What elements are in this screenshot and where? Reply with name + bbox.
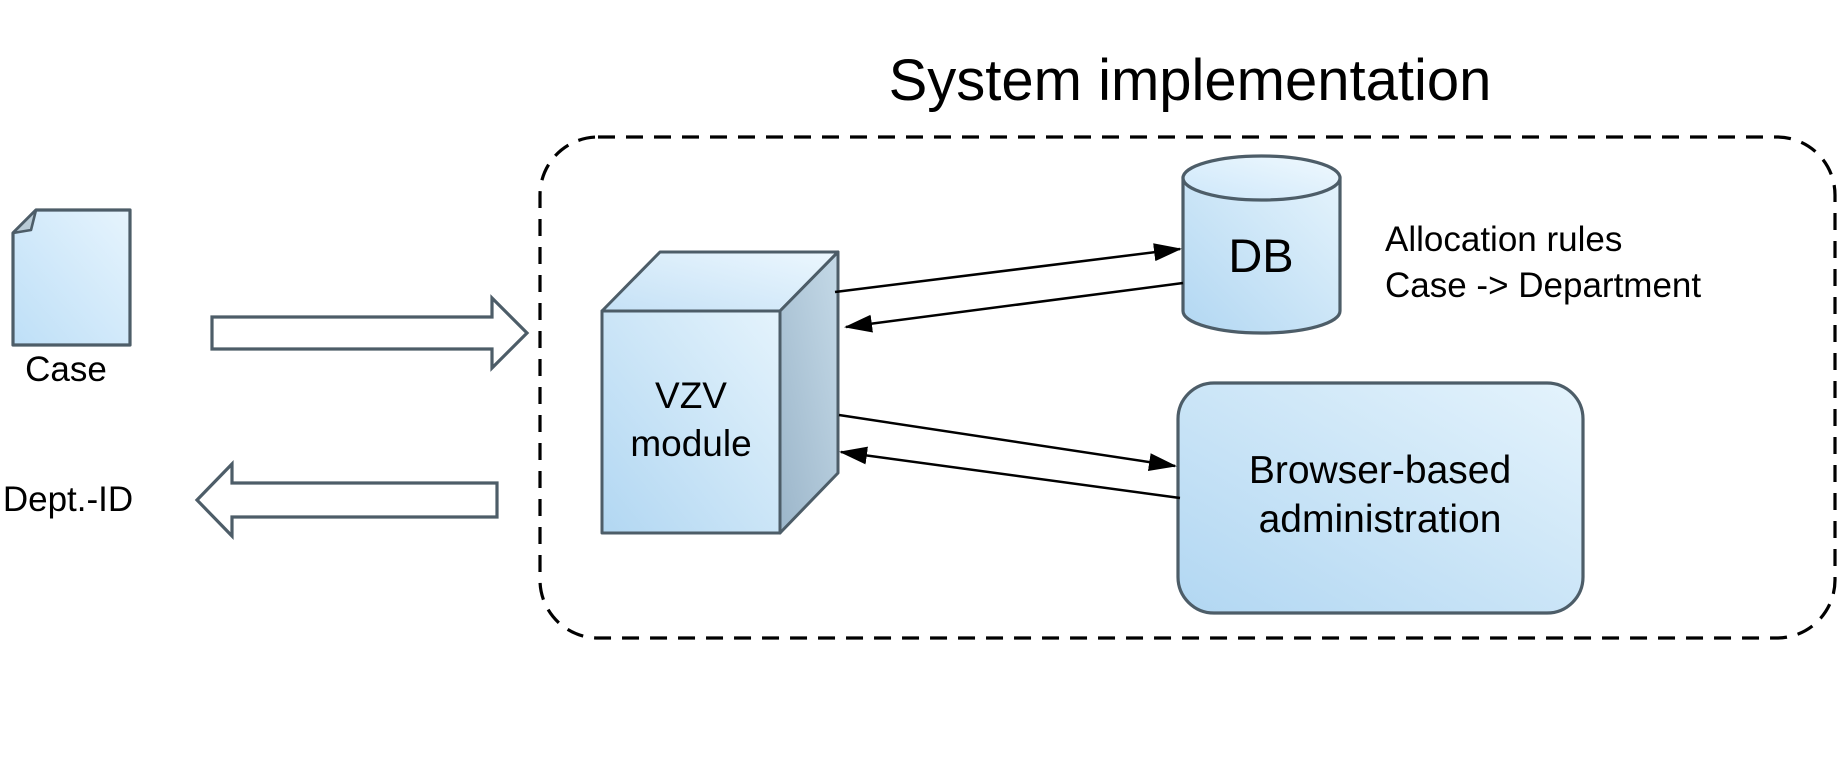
db-label: DB	[1228, 229, 1293, 282]
system-boundary-box	[538, 135, 1837, 640]
vzv-label-line1: VZV	[655, 375, 727, 416]
diagram-title: System implementation	[889, 48, 1492, 113]
db-cylinder-body	[1181, 176, 1342, 335]
connector-module-to-browser	[838, 413, 1177, 471]
browser-admin-line1: Browser-based	[1249, 449, 1511, 492]
document-fold	[11, 208, 38, 235]
db-note-line1: Allocation rules	[1385, 220, 1622, 259]
case-document-icon	[11, 208, 132, 347]
connector-browser-to-module	[839, 446, 1181, 500]
connector-module-to-db	[834, 243, 1182, 294]
db-note-line2: Case -> Department	[1385, 266, 1701, 305]
connector-db-to-module	[844, 281, 1184, 333]
browser-admin-node: Browser-based administration	[1176, 381, 1585, 615]
dept-id-label: Dept.-ID	[3, 480, 133, 519]
input-arrow	[210, 294, 530, 372]
vzv-box-front-face	[600, 309, 782, 535]
case-label: Case	[25, 350, 107, 389]
vzv-label-line2: module	[630, 423, 751, 464]
db-cylinder-top	[1181, 154, 1342, 202]
output-arrow	[194, 460, 499, 540]
db-cylinder-node: DB	[1181, 154, 1342, 335]
vzv-module-node: VZV module	[600, 250, 840, 535]
browser-admin-line2: administration	[1259, 498, 1502, 541]
